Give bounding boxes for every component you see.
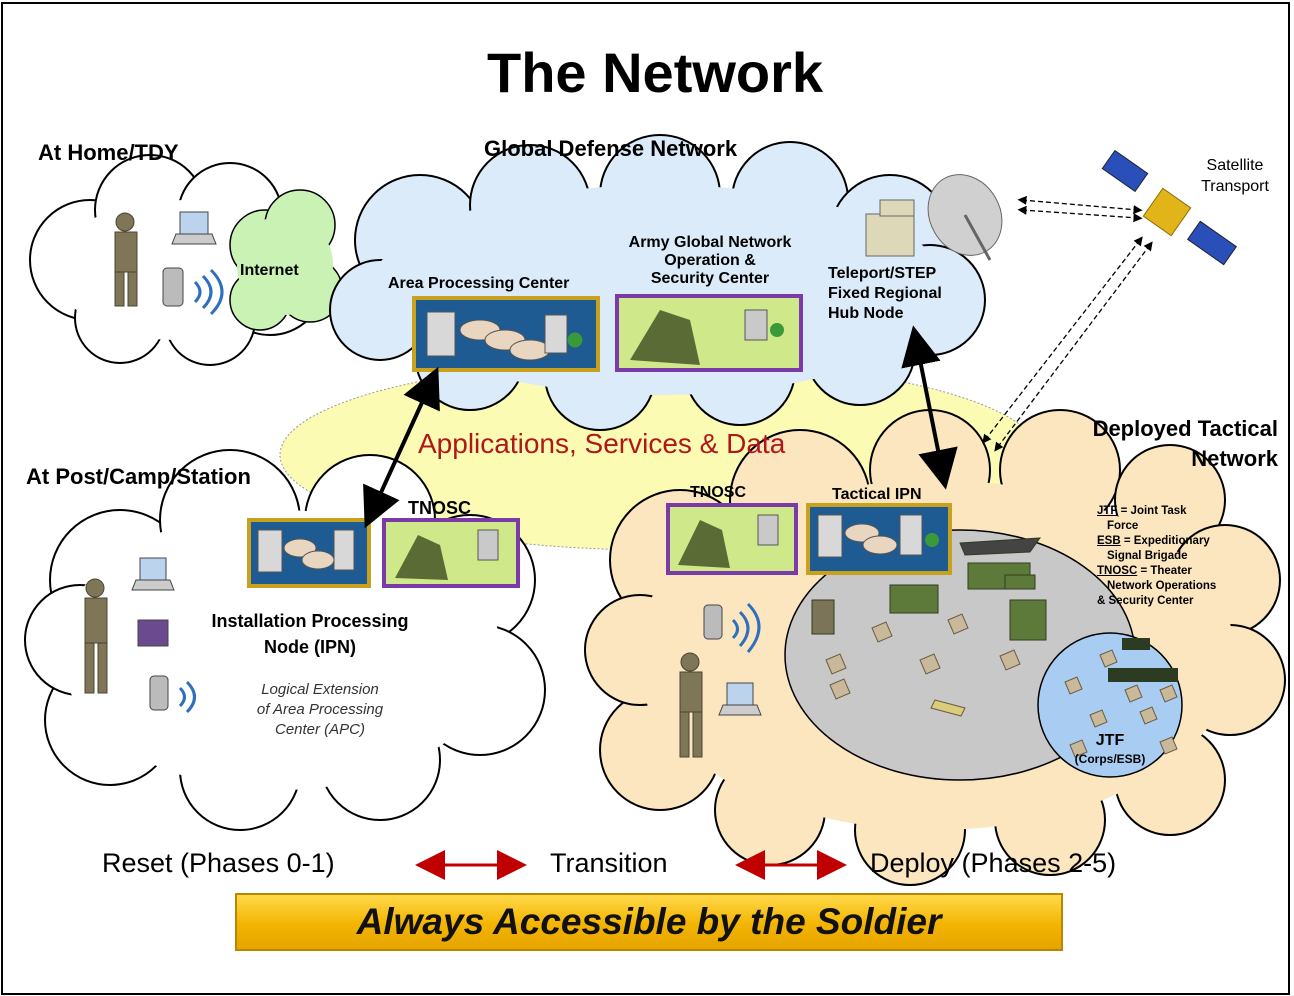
ipn-line-2: Node (IPN)	[264, 637, 356, 657]
deployed-region-label: Deployed Tactical Network	[1035, 414, 1278, 474]
global-network-label: Global Defense Network	[484, 136, 738, 161]
teleport-line-3: Hub Node	[828, 305, 904, 322]
soldier-access-banner: Always Accessible by the Soldier	[235, 893, 1063, 951]
ipn-line-1: Installation Processing	[211, 611, 409, 631]
deployed-line-1: Deployed Tactical	[1092, 416, 1278, 441]
jtf-line-2: (Corps/ESB)	[1074, 752, 1146, 766]
jtf-label: JTF (Corps/ESB)	[1070, 732, 1150, 768]
agnosc-label: Army Global Network Operation & Security…	[600, 234, 820, 288]
jtf-vehicles	[1108, 638, 1178, 682]
applications-label: Applications, Services & Data	[418, 428, 786, 459]
satellite-line-2: Transport	[1201, 178, 1269, 195]
page-title: The Network	[487, 41, 824, 104]
antenna-units	[825, 613, 1178, 758]
agnosc-line-2: Operation &	[664, 252, 756, 269]
jtf-line-1: JTF	[1095, 732, 1125, 749]
phase-reset: Reset (Phases 0-1)	[102, 848, 335, 878]
teleport-line-2: Fixed Regional	[828, 285, 942, 302]
ipn-note-line-2: of Area Processing	[256, 701, 384, 718]
agnosc-line-1: Army Global Network	[628, 234, 792, 251]
ipn-note-line-3: Center (APC)	[274, 721, 366, 738]
teleport-building	[865, 199, 915, 257]
tnosc-deployed-label: TNOSC	[690, 484, 746, 501]
satellite	[1101, 149, 1238, 266]
server-glyphs	[257, 311, 939, 573]
satellite-links	[982, 195, 1153, 452]
satellite-line-1: Satellite	[1206, 157, 1264, 174]
glossary-esb-def-1: = Expeditionary	[1120, 535, 1210, 547]
glossary: JTF = Joint Task Force ESB = Expeditiona…	[1097, 504, 1216, 609]
glossary-tnosc-def-2: Network Operations	[1107, 580, 1217, 592]
phase-transition: Transition	[550, 848, 668, 878]
phase-deploy: Deploy (Phases 2-5)	[870, 848, 1117, 878]
glossary-esb-abbr: ESB	[1097, 535, 1121, 547]
device-icons	[131, 211, 762, 716]
teleport-label: Teleport/STEP Fixed Regional Hub Node	[828, 264, 942, 324]
operator-glyphs	[395, 309, 784, 580]
deployed-line-2: Network	[1191, 446, 1278, 471]
teleport-tactical-link	[901, 325, 958, 490]
glossary-jtf-def-1: = Joint Task	[1117, 505, 1187, 517]
glossary-tnosc-abbr: TNOSC	[1097, 565, 1138, 577]
apc-label: Area Processing Center	[388, 275, 570, 292]
internet-label: Internet	[240, 262, 299, 279]
agnosc-line-3: Security Center	[650, 270, 770, 287]
tactical-vehicles	[811, 537, 1047, 641]
glossary-jtf-def-2: Force	[1107, 520, 1139, 532]
glossary-jtf-abbr: JTF	[1097, 505, 1118, 517]
home-region-label: At Home/TDY	[38, 140, 179, 165]
soldier-figures	[84, 212, 703, 758]
ipn-note-line-1: Logical Extension	[261, 681, 379, 698]
tactical-ipn-label: Tactical IPN	[832, 486, 922, 503]
tnosc-post-label: TNOSC	[408, 498, 471, 518]
apc-ipn-link	[363, 366, 440, 529]
ipn-note: Logical Extension of Area Processing Cen…	[220, 680, 420, 740]
post-region-label: At Post/Camp/Station	[26, 464, 251, 489]
satellite-label: Satellite Transport	[1180, 155, 1290, 197]
internet-cloud	[229, 189, 343, 331]
glossary-tnosc-def-1: = Theater	[1137, 565, 1192, 577]
glossary-tnosc-def-3: & Security Center	[1097, 595, 1194, 607]
glossary-esb-def-2: Signal Brigade	[1107, 550, 1188, 562]
teleport-line-1: Teleport/STEP	[828, 265, 937, 282]
ipn-label: Installation Processing Node (IPN)	[180, 608, 440, 660]
